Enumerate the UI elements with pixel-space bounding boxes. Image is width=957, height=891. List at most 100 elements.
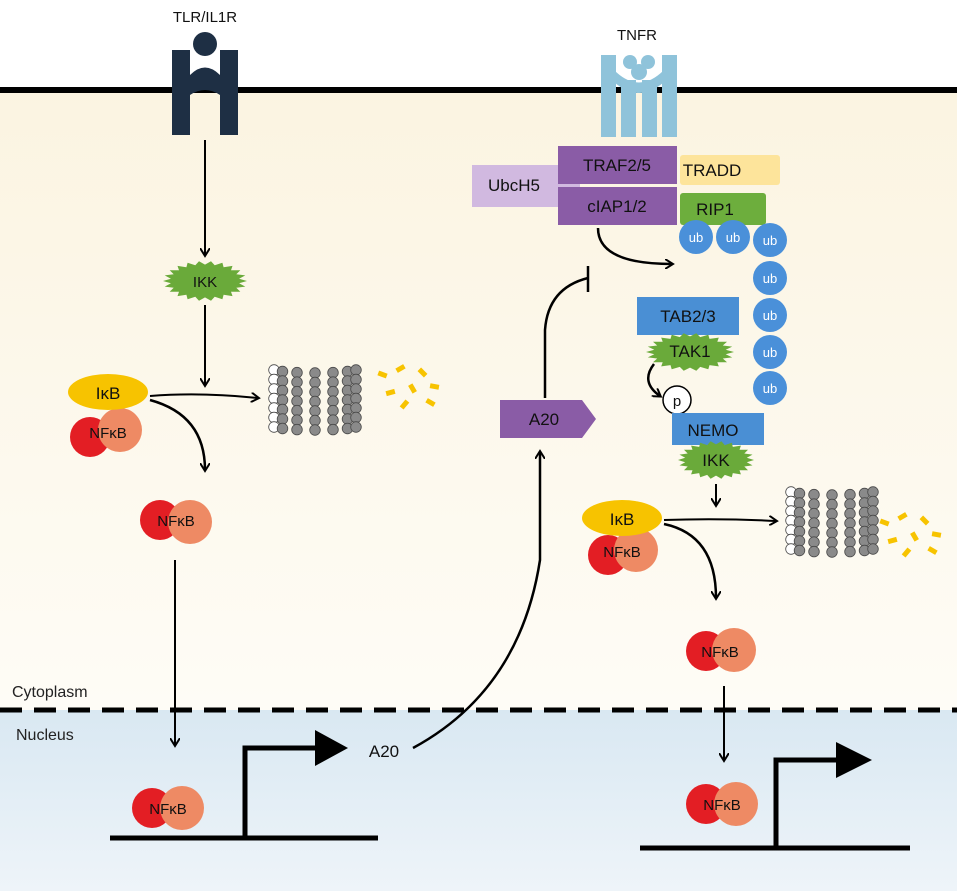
ikb-nfkb-complex-right: IκB NFκB bbox=[582, 500, 662, 575]
rip1-label: RIP1 bbox=[696, 200, 734, 219]
nfkb-nucleus-right-label: NFκB bbox=[703, 797, 741, 814]
tnfr-chain-2 bbox=[621, 80, 636, 137]
tlr-receptor bbox=[172, 32, 238, 135]
proteasome-subunit bbox=[327, 423, 339, 436]
nfkb-nucleus-right: NFκB bbox=[686, 782, 758, 826]
proteasome-subunit bbox=[276, 422, 289, 435]
proteasome-subunit bbox=[867, 533, 879, 546]
ubiquitin bbox=[716, 220, 750, 254]
ubiquitin-label: ub bbox=[763, 345, 777, 360]
proteasome-subunit bbox=[844, 507, 856, 520]
nfkb-salmon-subunit bbox=[712, 628, 756, 672]
proteasome-subunit bbox=[844, 526, 856, 539]
ubiquitin bbox=[679, 220, 713, 254]
proteasome-subunit bbox=[808, 536, 820, 548]
ikb-fragment bbox=[927, 546, 938, 555]
arrow-ikb-to-proteasome-right bbox=[663, 519, 776, 521]
proteasome-subunit bbox=[350, 421, 362, 433]
ubch5-label: UbcH5 bbox=[488, 176, 540, 195]
proteasome-subunit bbox=[350, 392, 362, 405]
ikb-left bbox=[68, 374, 148, 410]
ubiquitin-label: ub bbox=[689, 230, 703, 245]
proteasome-subunit bbox=[276, 375, 289, 387]
tradd-box bbox=[680, 155, 780, 185]
proteasome-subunit bbox=[350, 373, 362, 386]
proteasome-subunit bbox=[309, 386, 321, 398]
rip1-box bbox=[680, 193, 766, 225]
proteasome-subunit bbox=[793, 525, 806, 538]
nfkb-salmon-subunit bbox=[98, 408, 142, 452]
ciap-box bbox=[558, 187, 677, 225]
tnfr-ligand-3 bbox=[631, 64, 647, 80]
ubiquitin bbox=[753, 298, 787, 332]
ikb-fragment bbox=[385, 388, 396, 397]
proteasome-subunit bbox=[826, 527, 838, 539]
proteasome-subunit bbox=[793, 506, 806, 519]
a20-inhibition-line bbox=[543, 276, 589, 398]
proteasome-left bbox=[268, 364, 362, 436]
proteasome-subunit bbox=[867, 505, 879, 517]
promoter-arrowhead-left bbox=[315, 730, 348, 766]
tlr-label: TLR/IL1R bbox=[173, 9, 237, 26]
proteasome-subunit bbox=[808, 545, 820, 558]
proteasome-subunit bbox=[793, 544, 806, 557]
nfkb-left-complex-label: NFκB bbox=[89, 425, 127, 442]
cytoplasm-label: Cytoplasm bbox=[12, 684, 88, 701]
arrow-ciap-ubiquitination bbox=[596, 227, 672, 264]
ubiquitin bbox=[753, 335, 787, 369]
tnfr-chain-3 bbox=[642, 80, 657, 137]
ikb-fragment bbox=[395, 364, 406, 373]
ikb-right bbox=[582, 500, 662, 536]
proteasome-subunit bbox=[291, 385, 303, 398]
proteasome-subunit bbox=[808, 507, 820, 520]
proteasome-subunit bbox=[808, 517, 820, 529]
proteasome-subunit bbox=[808, 526, 820, 539]
ikb-fragment bbox=[425, 398, 436, 407]
nfkb-nucleus-left-label: NFκB bbox=[149, 801, 187, 818]
proteasome-subunit bbox=[291, 423, 303, 436]
proteasome-subunit bbox=[327, 376, 339, 388]
proteasome-subunit bbox=[291, 395, 303, 407]
promoter-arrow-left bbox=[242, 745, 318, 838]
nfkb-right-complex-label: NFκB bbox=[603, 544, 641, 561]
proteasome-subunit bbox=[350, 383, 362, 395]
ikb-nfkb-complex-left: IκB NFκB bbox=[68, 374, 148, 457]
promoter-arrow-right bbox=[773, 757, 840, 848]
tak1-shape bbox=[646, 333, 734, 371]
arrow-release-nfkb-left bbox=[149, 398, 205, 470]
a20-box bbox=[500, 400, 596, 438]
proteasome-subunit bbox=[350, 411, 362, 424]
traf-label: TRAF2/5 bbox=[583, 156, 651, 175]
ciap-label: cIAP1/2 bbox=[587, 197, 647, 216]
proteasome-subunit bbox=[309, 376, 321, 389]
ikk-right-shape bbox=[678, 441, 754, 479]
tradd-label: TRADD bbox=[683, 161, 742, 180]
proteasome-subunit bbox=[826, 508, 838, 520]
proteasome-subunit bbox=[826, 517, 838, 530]
tnfr-label: TNFR bbox=[617, 27, 657, 44]
proteasome-subunit bbox=[327, 395, 339, 407]
proteasome-subunit bbox=[276, 365, 289, 378]
proteasome-subunit bbox=[309, 424, 321, 436]
ikk-right: IKK bbox=[678, 441, 754, 479]
tak1: TAK1 bbox=[646, 333, 734, 371]
proteasome-subunit bbox=[327, 366, 339, 379]
proteasome-subunit bbox=[844, 517, 856, 529]
tnfr-receptor bbox=[601, 55, 677, 137]
proteasome-subunit bbox=[291, 376, 303, 388]
proteasome-subunit bbox=[327, 404, 339, 417]
ubiquitin-label: ub bbox=[726, 230, 740, 245]
ikb-fragment bbox=[399, 399, 410, 410]
proteasome-subunit bbox=[276, 384, 289, 397]
nfkb-free-right: NFκB bbox=[686, 628, 756, 672]
proteasome-subunit bbox=[826, 489, 838, 501]
proteasome-subunit bbox=[309, 395, 321, 408]
proteasome-subunit bbox=[309, 367, 321, 379]
ubiquitin bbox=[753, 223, 787, 257]
ikb-fragment bbox=[429, 383, 440, 390]
proteasome-subunit bbox=[793, 535, 806, 547]
tnfr-ligand-2 bbox=[641, 55, 655, 69]
proteasome-subunit bbox=[867, 486, 879, 498]
